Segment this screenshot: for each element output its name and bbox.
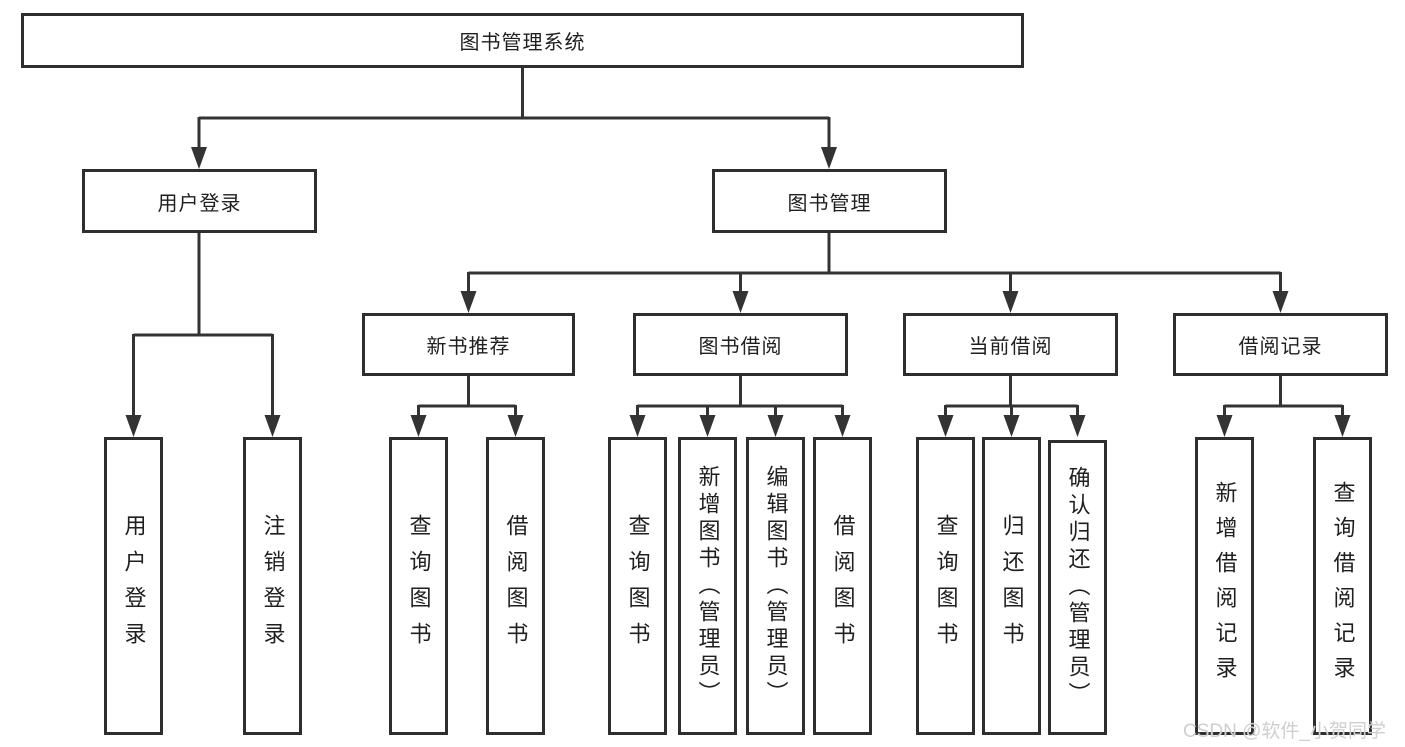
node-book-borrow: 图书借阅	[633, 313, 848, 376]
leaf-logout: 注销登录	[243, 437, 302, 735]
leaf-newbook-query-books-label: 查询图书	[406, 514, 432, 658]
leaf-borrow-query-books-label: 查询图书	[625, 514, 651, 658]
leaf-current-confirm-return-admin: 确认归还（管理员）	[1048, 440, 1107, 735]
leaf-borrow-add-books-admin: 新增图书（管理员）	[678, 437, 737, 735]
leaf-current-return-books-label: 归还图书	[999, 514, 1025, 658]
leaf-current-query-books-label: 查询图书	[933, 514, 959, 658]
leaf-record-query-borrow-record: 查询借阅记录	[1313, 437, 1372, 735]
leaf-current-return-books: 归还图书	[982, 437, 1041, 735]
node-book-borrow-label: 图书借阅	[698, 336, 783, 358]
node-user-login: 用户登录	[82, 169, 317, 233]
node-book-management: 图书管理	[712, 169, 947, 233]
leaf-record-add-borrow-record: 新增借阅记录	[1195, 437, 1254, 735]
leaf-current-confirm-return-admin-label: 确认归还（管理员）	[1065, 466, 1091, 709]
node-borrow-record-label: 借阅记录	[1238, 336, 1323, 358]
leaf-newbook-query-books: 查询图书	[389, 437, 448, 735]
node-borrow-record: 借阅记录	[1173, 313, 1388, 376]
node-user-login-label: 用户登录	[157, 192, 242, 215]
node-current-borrow-label: 当前借阅	[968, 336, 1053, 358]
leaf-borrow-edit-books-admin: 编辑图书（管理员）	[746, 437, 805, 735]
node-book-management-label: 图书管理	[787, 192, 872, 215]
leaf-current-query-books: 查询图书	[916, 437, 975, 735]
leaf-user-login: 用户登录	[104, 437, 163, 735]
leaf-user-login-label: 用户登录	[121, 514, 147, 658]
leaf-borrow-add-books-admin-label: 新增图书（管理员）	[695, 464, 721, 708]
leaf-newbook-borrow-books: 借阅图书	[486, 437, 545, 735]
leaf-borrow-borrow-books-label: 借阅图书	[830, 514, 856, 658]
csdn-watermark: CSDN @软件_小贺同学	[1183, 721, 1386, 742]
leaf-record-query-borrow-record-label: 查询借阅记录	[1330, 481, 1356, 691]
leaf-borrow-borrow-books: 借阅图书	[813, 437, 872, 735]
leaf-logout-label: 注销登录	[260, 514, 286, 658]
leaf-borrow-query-books: 查询图书	[608, 437, 667, 735]
leaf-record-add-borrow-record-label: 新增借阅记录	[1212, 481, 1238, 691]
node-root-library-system: 图书管理系统	[21, 13, 1024, 68]
leaf-newbook-borrow-books-label: 借阅图书	[503, 514, 529, 658]
leaf-borrow-edit-books-admin-label: 编辑图书（管理员）	[763, 464, 789, 708]
node-root-label: 图书管理系统	[459, 32, 586, 54]
node-new-book-recommend-label: 新书推荐	[426, 336, 511, 358]
node-current-borrow: 当前借阅	[903, 313, 1118, 376]
node-new-book-recommend: 新书推荐	[362, 313, 575, 376]
